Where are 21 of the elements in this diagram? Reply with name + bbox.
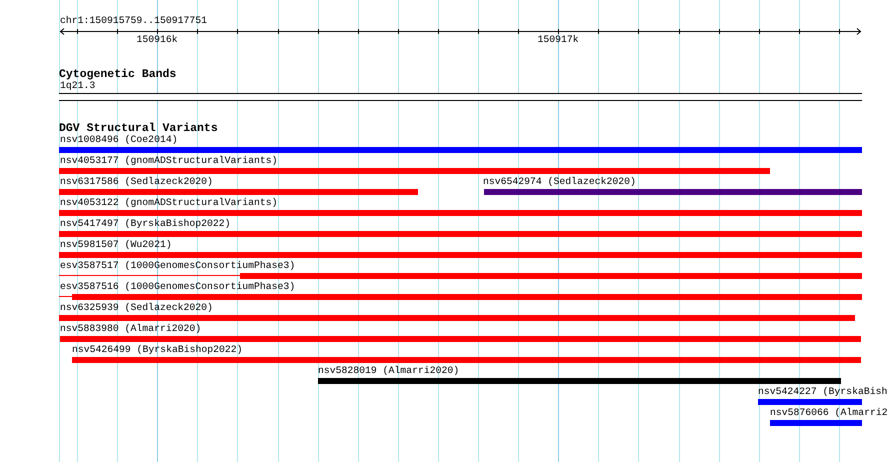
tick-label: 150917k xyxy=(538,34,579,46)
variant-label: esv3587517 (1000GenomesConsortiumPhase3) xyxy=(60,260,296,272)
variant-label: nsv4053122 (gnomADStructuralVariants) xyxy=(60,197,278,209)
variant-label: nsv6325939 (Sedlazeck2020) xyxy=(60,302,213,314)
variant-label: nsv5883980 (Almarri2020) xyxy=(60,323,202,335)
variant-label: nsv5417497 (ByrskaBishop2022) xyxy=(60,218,230,230)
variant-label: nsv5828019 (Almarri2020) xyxy=(318,365,460,377)
variant-label: nsv5424227 (ByrskaBish xyxy=(758,386,888,398)
variant-label: nsv5426499 (ByrskaBishop2022) xyxy=(72,344,242,356)
variant-label: nsv6542974 (Sedlazeck2020) xyxy=(483,176,636,188)
band-label: 1q21.3 xyxy=(60,80,96,92)
track-title: Cytogenetic Bands xyxy=(59,68,176,80)
variant-label: nsv6317586 (Sedlazeck2020) xyxy=(60,176,213,188)
variant-label: nsv5876066 (Almarri2 xyxy=(770,407,888,419)
variant-label: nsv1008496 (Coe2014) xyxy=(60,134,178,146)
tick-label: 150916k xyxy=(136,34,178,46)
variant-label: nsv4053177 (gnomADStructuralVariants) xyxy=(60,155,278,167)
variant-label: esv3587516 (1000GenomesConsortiumPhase3) xyxy=(60,281,296,293)
coordinate-label: chr1:150915759..150917751 xyxy=(60,15,207,27)
variant-label: nsv5981507 (Wu2021) xyxy=(60,239,172,251)
track-title: DGV Structural Variants xyxy=(59,122,218,134)
